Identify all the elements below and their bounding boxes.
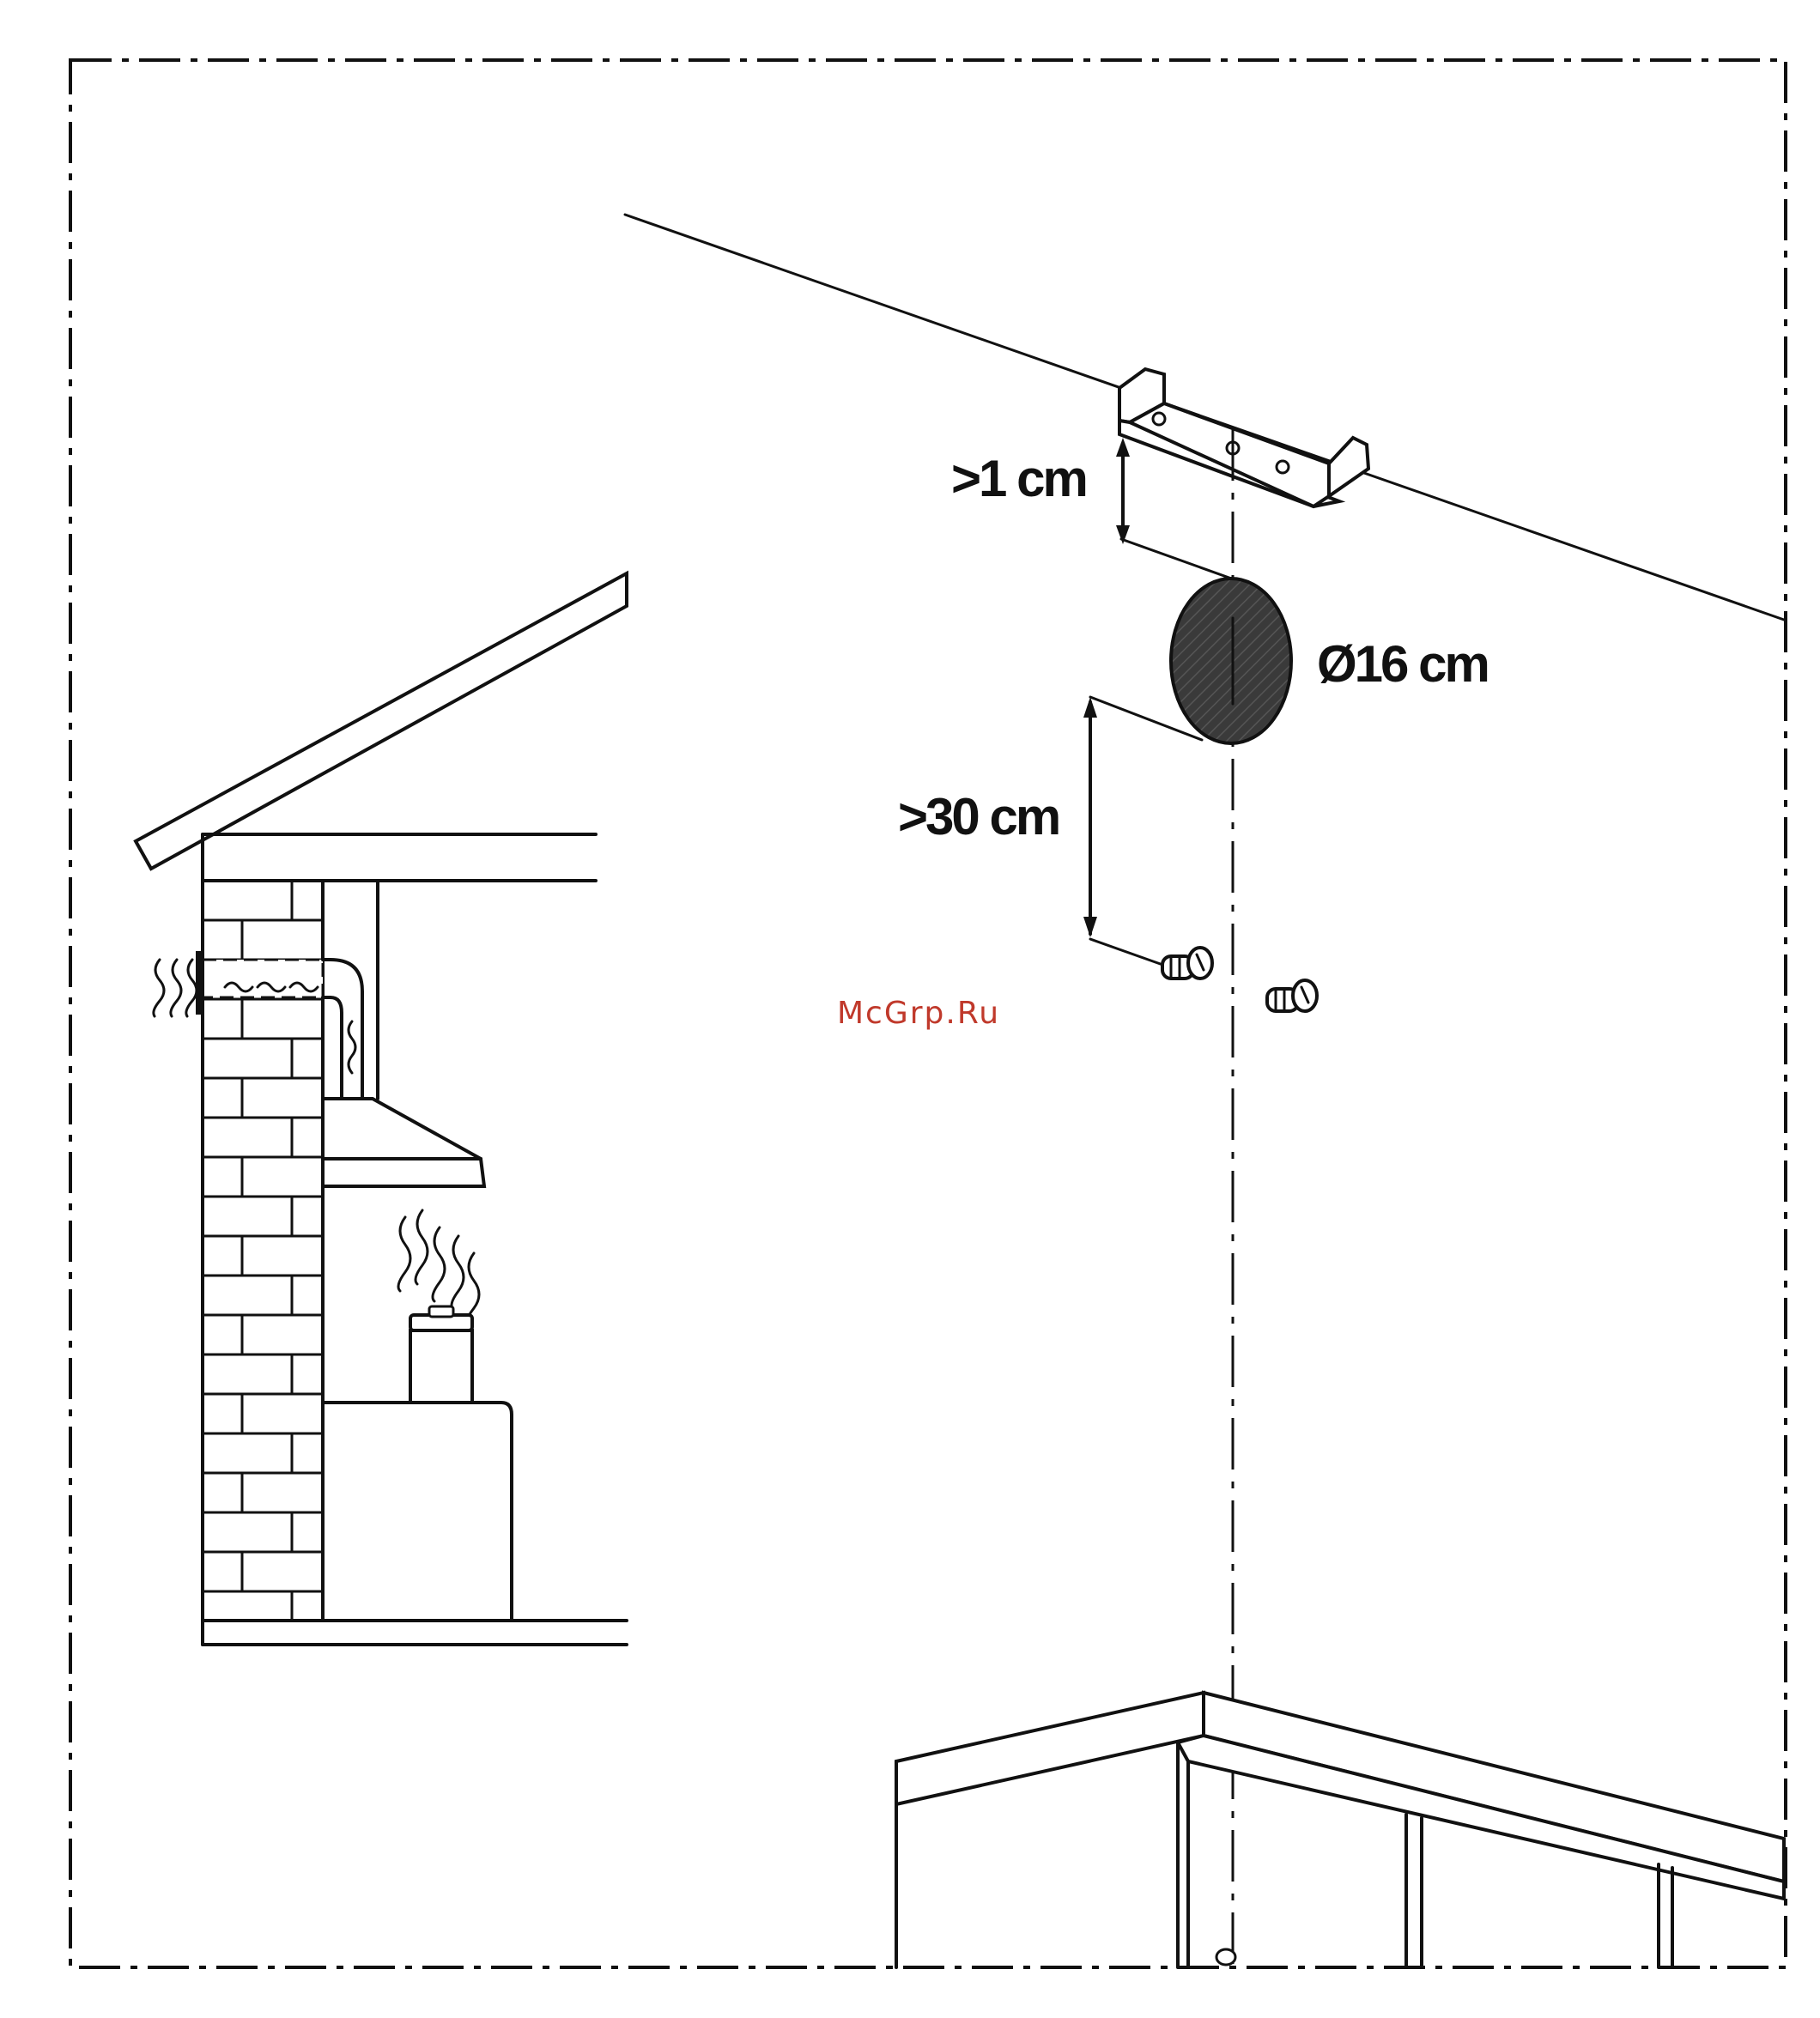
watermark: McGrp.Ru bbox=[837, 996, 1000, 1031]
cooker-counter bbox=[323, 1403, 512, 1621]
exhaust-fumes-icon bbox=[154, 960, 197, 1016]
wall-plug-icon bbox=[1162, 948, 1212, 979]
dimension-bottom bbox=[1083, 697, 1202, 967]
label-hole-diameter: Ø16 cm bbox=[1317, 635, 1488, 693]
cooker-hood bbox=[323, 1099, 484, 1186]
label-clearance-bottom: >30 cm bbox=[898, 788, 1059, 845]
mounting-bracket bbox=[1119, 369, 1368, 506]
installation-detail: >1 cm Ø16 cm >30 cm bbox=[625, 215, 1784, 1967]
label-clearance-top: >1 cm bbox=[951, 450, 1086, 507]
house-cross-section bbox=[136, 573, 627, 1645]
wall-plug-icon bbox=[1267, 980, 1317, 1011]
cooking-pot bbox=[410, 1306, 472, 1403]
duct-hole bbox=[1171, 579, 1291, 743]
kitchen-cabinets bbox=[896, 1693, 1784, 1967]
roof-eave bbox=[136, 573, 627, 869]
